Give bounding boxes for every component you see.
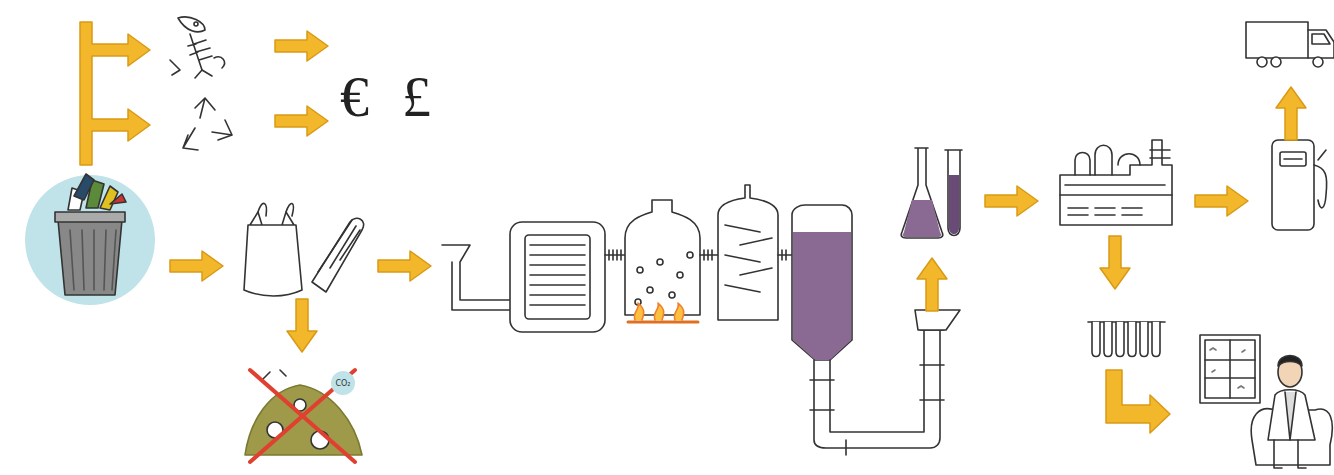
landfill [245,370,362,462]
plastic-bag [244,203,302,296]
fuel-pump [1272,140,1327,230]
process-plant [442,185,960,455]
currency-symbol: £ [402,68,431,126]
window [1200,335,1260,403]
co2-bubble: CO₂ [331,371,355,395]
refinery [1060,140,1172,225]
recycle-icon [183,98,232,150]
node-text: CO₂ [335,379,350,388]
plastic-sheet [312,218,364,292]
truck [1246,22,1334,67]
flasks [901,148,962,238]
currency-symbol: € [340,68,369,126]
fish-bones [170,17,224,78]
radiator [1088,322,1165,357]
trash-bin [55,174,126,295]
person [1251,356,1332,469]
